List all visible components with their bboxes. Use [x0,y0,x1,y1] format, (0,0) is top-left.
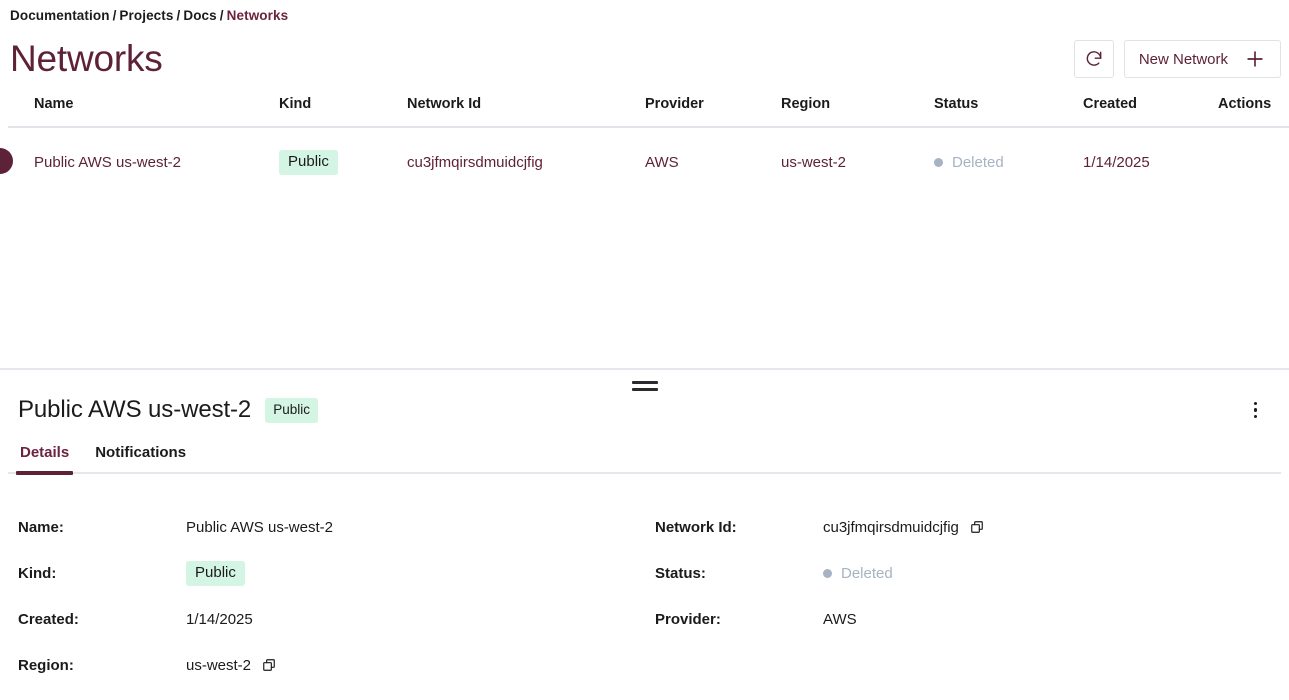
drag-handle-icon[interactable] [631,381,658,391]
field-kind: Kind: Public [18,550,655,596]
table-header-row: Name Kind Network Id Provider Region Sta… [8,90,1289,128]
table-empty-space [0,194,1289,368]
plus-icon [1244,48,1266,70]
column-header-actions: Actions [1218,90,1289,128]
refresh-button[interactable] [1073,40,1114,78]
status-badge: Deleted [934,154,1004,171]
table-row[interactable]: Public AWS us-west-2 Public cu3jfmqirsdm… [0,127,1289,194]
field-value-kind: Public [186,560,245,586]
new-network-button[interactable]: New Network [1123,40,1281,78]
breadcrumb-item-networks[interactable]: Networks [226,8,289,23]
breadcrumb: Documentation/Projects/Docs/Networks [0,0,1289,26]
field-created: Created: 1/14/2025 [18,596,655,642]
field-value-status: Deleted [841,564,893,582]
field-value-status-group: Deleted [823,565,893,582]
detail-header: Public AWS us-west-2 Public [0,370,1289,424]
column-header-network-id[interactable]: Network Id [407,90,645,128]
field-label-status: Status: [655,564,706,582]
field-label-name: Name: [18,518,64,536]
breadcrumb-separator: / [112,8,117,23]
field-region: Region: us-west-2 [18,642,655,688]
cell-provider: AWS [645,153,679,171]
status-dot-icon [823,568,832,578]
status-dot-icon [934,157,943,167]
cell-created: 1/14/2025 [1083,153,1150,171]
detail-fields: Name: Public AWS us-west-2 Kind: Public … [0,474,1289,688]
tab-details[interactable]: Details [15,444,74,475]
copy-icon[interactable] [262,658,276,672]
column-header-status[interactable]: Status [934,90,1083,128]
field-label-region: Region: [18,656,74,674]
page-title: Networks [10,38,163,79]
refresh-icon [1084,49,1104,69]
detail-panel: Public AWS us-west-2 Public Details Noti… [0,368,1289,700]
drag-handle-bar [631,388,658,391]
field-network-id: Network Id: cu3jfmqirsdmuidcjfig [655,504,1289,550]
field-label-network-id: Network Id: [655,518,737,536]
networks-table-container: Name Kind Network Id Provider Region Sta… [0,90,1289,194]
detail-fields-left: Name: Public AWS us-west-2 Kind: Public … [18,504,655,688]
breadcrumb-item-docs[interactable]: Docs [183,8,217,23]
networks-table: Name Kind Network Id Provider Region Sta… [0,90,1289,194]
row-name-text: Public AWS us-west-2 [34,153,181,171]
kind-badge: Public [279,149,338,175]
column-header-name[interactable]: Name [8,90,279,128]
new-network-label: New Network [1138,50,1228,68]
row-selected-marker [0,147,13,174]
copy-icon[interactable] [970,520,984,534]
field-label-provider: Provider: [655,610,721,628]
kebab-dot [1253,408,1257,412]
cell-region: us-west-2 [781,153,847,171]
column-header-provider[interactable]: Provider [645,90,781,128]
cell-status: Deleted [934,127,1083,194]
detail-tabs: Details Notifications [8,444,1281,475]
detail-kind-badge: Public [265,397,318,423]
field-value-created: 1/14/2025 [186,610,253,628]
field-value-region: us-west-2 [186,656,252,674]
page-header: Networks New Network [0,28,1289,90]
column-header-created[interactable]: Created [1083,90,1218,128]
field-value-network-id: cu3jfmqirsdmuidcjfig [823,518,959,536]
field-status: Status: Deleted [655,550,1289,596]
field-provider: Provider: AWS [655,596,1289,642]
field-label-kind: Kind: [18,564,57,582]
detail-title: Public AWS us-west-2 [18,396,252,423]
detail-title-group: Public AWS us-west-2 Public [18,396,318,424]
tab-notifications[interactable]: Notifications [95,444,187,461]
breadcrumb-item-documentation[interactable]: Documentation [10,8,110,23]
field-value-name: Public AWS us-west-2 [186,518,333,536]
column-header-kind[interactable]: Kind [279,90,407,128]
field-value-network-id-group: cu3jfmqirsdmuidcjfig [823,519,984,536]
kebab-dot [1253,401,1257,406]
detail-status-badge: Deleted [823,565,893,582]
detail-kebab-menu-icon[interactable] [1252,400,1260,421]
kebab-dot [1253,414,1257,419]
cell-kind: Public [279,127,407,194]
cell-name[interactable]: Public AWS us-west-2 [0,127,279,194]
cell-network-id: cu3jfmqirsdmuidcjfig [407,153,543,171]
field-name: Name: Public AWS us-west-2 [18,504,655,550]
status-text: Deleted [952,153,1004,171]
breadcrumb-separator: / [219,8,224,23]
field-label-created: Created: [18,610,79,628]
breadcrumb-item-projects[interactable]: Projects [119,8,174,23]
field-kind-badge: Public [186,560,245,586]
field-value-region-group: us-west-2 [186,657,276,674]
detail-fields-right: Network Id: cu3jfmqirsdmuidcjfig Status: [655,504,1289,688]
header-actions: New Network [1073,40,1281,78]
drag-handle-bar [631,381,658,384]
cell-actions [1218,127,1289,194]
breadcrumb-separator: / [176,8,181,23]
field-value-provider: AWS [823,610,857,628]
column-header-region[interactable]: Region [781,90,934,128]
